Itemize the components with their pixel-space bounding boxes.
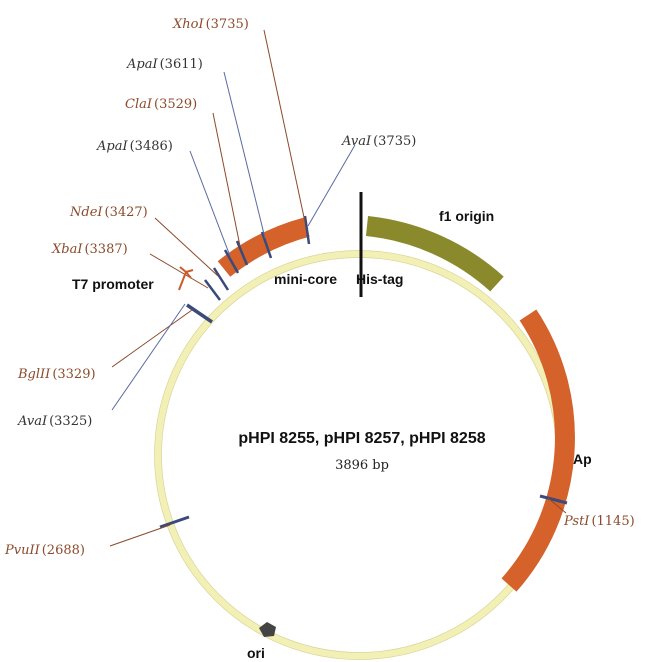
ori-marker [259, 622, 276, 637]
site-tick-apai-3611 [260, 231, 273, 259]
feature-label-mini-core: mini-core [274, 271, 337, 287]
site-label-apai-3486: ApaI(3486) [96, 139, 173, 154]
leader-xbai [149, 253, 209, 289]
site-label-apai-3611: ApaI(3611) [126, 57, 203, 72]
feature-label-f1-origin: f1 origin [439, 208, 494, 224]
mini-core-arc [217, 217, 310, 277]
site-tick-pvuii [159, 515, 190, 529]
site-tick-bglii [186, 303, 213, 324]
site-tick-psti [539, 494, 568, 505]
leader-bglii [111, 309, 193, 368]
leader-avai-3325 [111, 303, 186, 411]
feature-label-ap: Ap [573, 451, 592, 467]
plasmid-name: pHPI 8255, pHPI 8257, pHPI 8258 [238, 430, 485, 447]
site-tick-xbai [204, 279, 221, 301]
leader-apai-3486 [189, 150, 231, 257]
plasmid-size: 3896 bp [335, 458, 389, 473]
site-label-xbai: XbaI(3387) [51, 242, 128, 257]
site-label-pvuii: PvuII(2688) [4, 543, 85, 558]
leader-xhoi [263, 29, 306, 223]
feature-label-his-tag: His-tag [356, 271, 403, 287]
leader-apai-3611 [223, 71, 266, 239]
leader-psti [547, 497, 567, 514]
site-label-psti: PstI(1145) [563, 514, 635, 529]
site-tick-apai-3486 [223, 249, 240, 274]
f1-origin-arc [365, 216, 504, 292]
feature-label-ori: ori [247, 645, 265, 661]
site-label-ndei: NdeI(3427) [69, 205, 148, 220]
leader-pvuii [109, 524, 171, 547]
feature-label-t7-promoter: T7 promoter [72, 276, 154, 292]
leader-clai [212, 112, 241, 247]
ap-arc [501, 309, 575, 592]
plasmid-backbone [154, 250, 564, 660]
t7-promoter-arrow [178, 266, 194, 291]
leader-ndei [154, 217, 219, 277]
site-tick-xhoi [303, 215, 311, 245]
site-tick-clai [235, 240, 249, 266]
site-label-avai-3735: AvaI(3735) [341, 134, 416, 149]
site-label-clai: ClaI(3529) [125, 97, 197, 112]
plasmid-backbone-outline-inner [161, 257, 557, 653]
site-label-avai-3325: AvaI(3325) [17, 414, 92, 429]
site-label-bglii: BglII(3329) [17, 367, 96, 382]
site-tick-ndei [212, 267, 230, 291]
site-label-xhoi: XhoI(3735) [172, 17, 249, 32]
leader-avai-3735 [307, 144, 356, 227]
